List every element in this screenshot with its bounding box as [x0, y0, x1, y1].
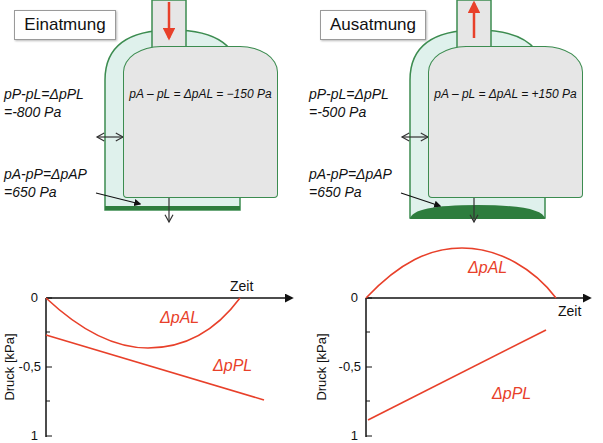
tick-label: 1	[351, 428, 358, 443]
curve-label: ΔpAL	[160, 308, 199, 328]
pressure-difference-label: pP-pL=ΔpPL =-800 Pa	[4, 86, 94, 121]
node-text: Ausatmung	[330, 15, 416, 35]
axis-title: Zeit	[230, 278, 253, 296]
tick-label: -0,5	[339, 359, 361, 375]
state-heading: Einatmung	[14, 10, 116, 40]
tick-label: 0	[31, 290, 38, 306]
state-heading: Ausatmung	[320, 10, 426, 40]
tick-label: -0,5	[19, 359, 41, 375]
pressure-chart-expiration	[366, 248, 590, 437]
curve-label: ΔpPL	[492, 384, 531, 404]
pressure-chart-inspiration	[46, 298, 292, 437]
pressure-difference-label: pA-pP=ΔpAP =650 Pa	[4, 166, 94, 201]
alveolar-space-box: pA – pL = ΔpAL = −150 Pa	[123, 46, 278, 198]
alveolar-space-box: pA – pL = ΔpAL = +150 Pa	[428, 46, 583, 198]
node-text: Einatmung	[24, 15, 105, 35]
axis-title: Druck [kPa]	[2, 333, 18, 400]
node-text: pA – pL = ΔpAL = −150 Pa	[129, 87, 271, 101]
axis-title: Zeit	[558, 303, 581, 321]
curve-label: ΔpPL	[213, 356, 252, 376]
axis-title: Druck [kPa]	[314, 333, 330, 400]
pressure-difference-label: pP-pL=ΔpPL =-500 Pa	[309, 86, 399, 121]
curve-label: ΔpAL	[468, 258, 507, 278]
tick-label: 1	[31, 428, 38, 443]
node-text: pA – pL = ΔpAL = +150 Pa	[434, 87, 576, 101]
pressure-difference-label: pA-pP=ΔpAP =650 Pa	[309, 166, 399, 201]
tick-label: 0	[351, 290, 358, 306]
